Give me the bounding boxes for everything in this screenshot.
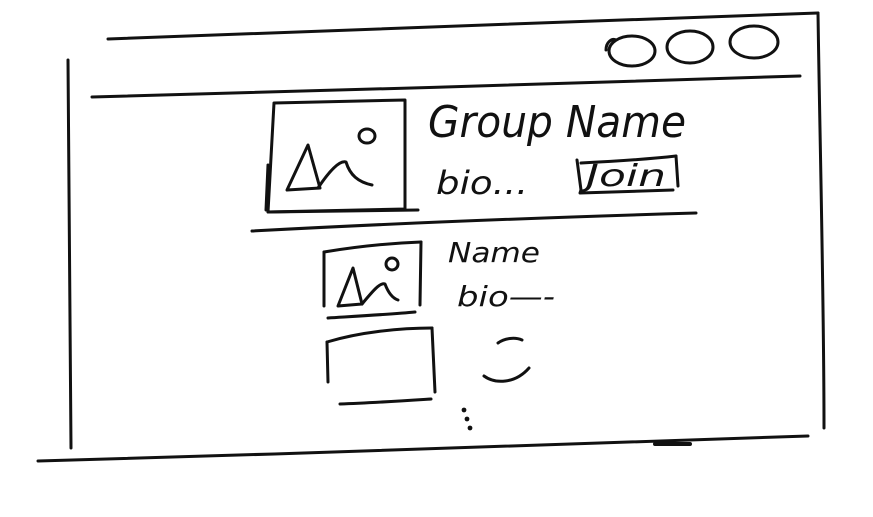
- titlebar-divider: [90, 74, 802, 99]
- member-name: Name: [448, 236, 540, 269]
- circle-control-icon[interactable]: [728, 24, 780, 60]
- window-right-edge: [816, 11, 826, 430]
- member-bio: bio—-: [457, 280, 555, 313]
- join-button-frame: [575, 154, 680, 195]
- member-name-placeholder: [496, 336, 524, 345]
- member-avatar-placeholder: [325, 326, 437, 406]
- window-bottom-edge: [36, 434, 810, 463]
- member-avatar-image-placeholder-icon: [322, 240, 423, 320]
- window-left-edge: [66, 58, 73, 450]
- window-top-edge: [106, 11, 820, 41]
- group-name: Group Name: [428, 97, 686, 148]
- group-bio: bio...: [436, 164, 528, 202]
- group-avatar-image-placeholder-icon: [264, 98, 420, 214]
- vertical-ellipsis-icon[interactable]: [461, 407, 473, 431]
- member-bio-placeholder: [482, 366, 531, 383]
- circle-control-icon[interactable]: [607, 34, 657, 68]
- circle-control-icon[interactable]: [665, 29, 715, 65]
- join-button[interactable]: Join: [579, 159, 666, 194]
- group-header-divider: [250, 211, 698, 233]
